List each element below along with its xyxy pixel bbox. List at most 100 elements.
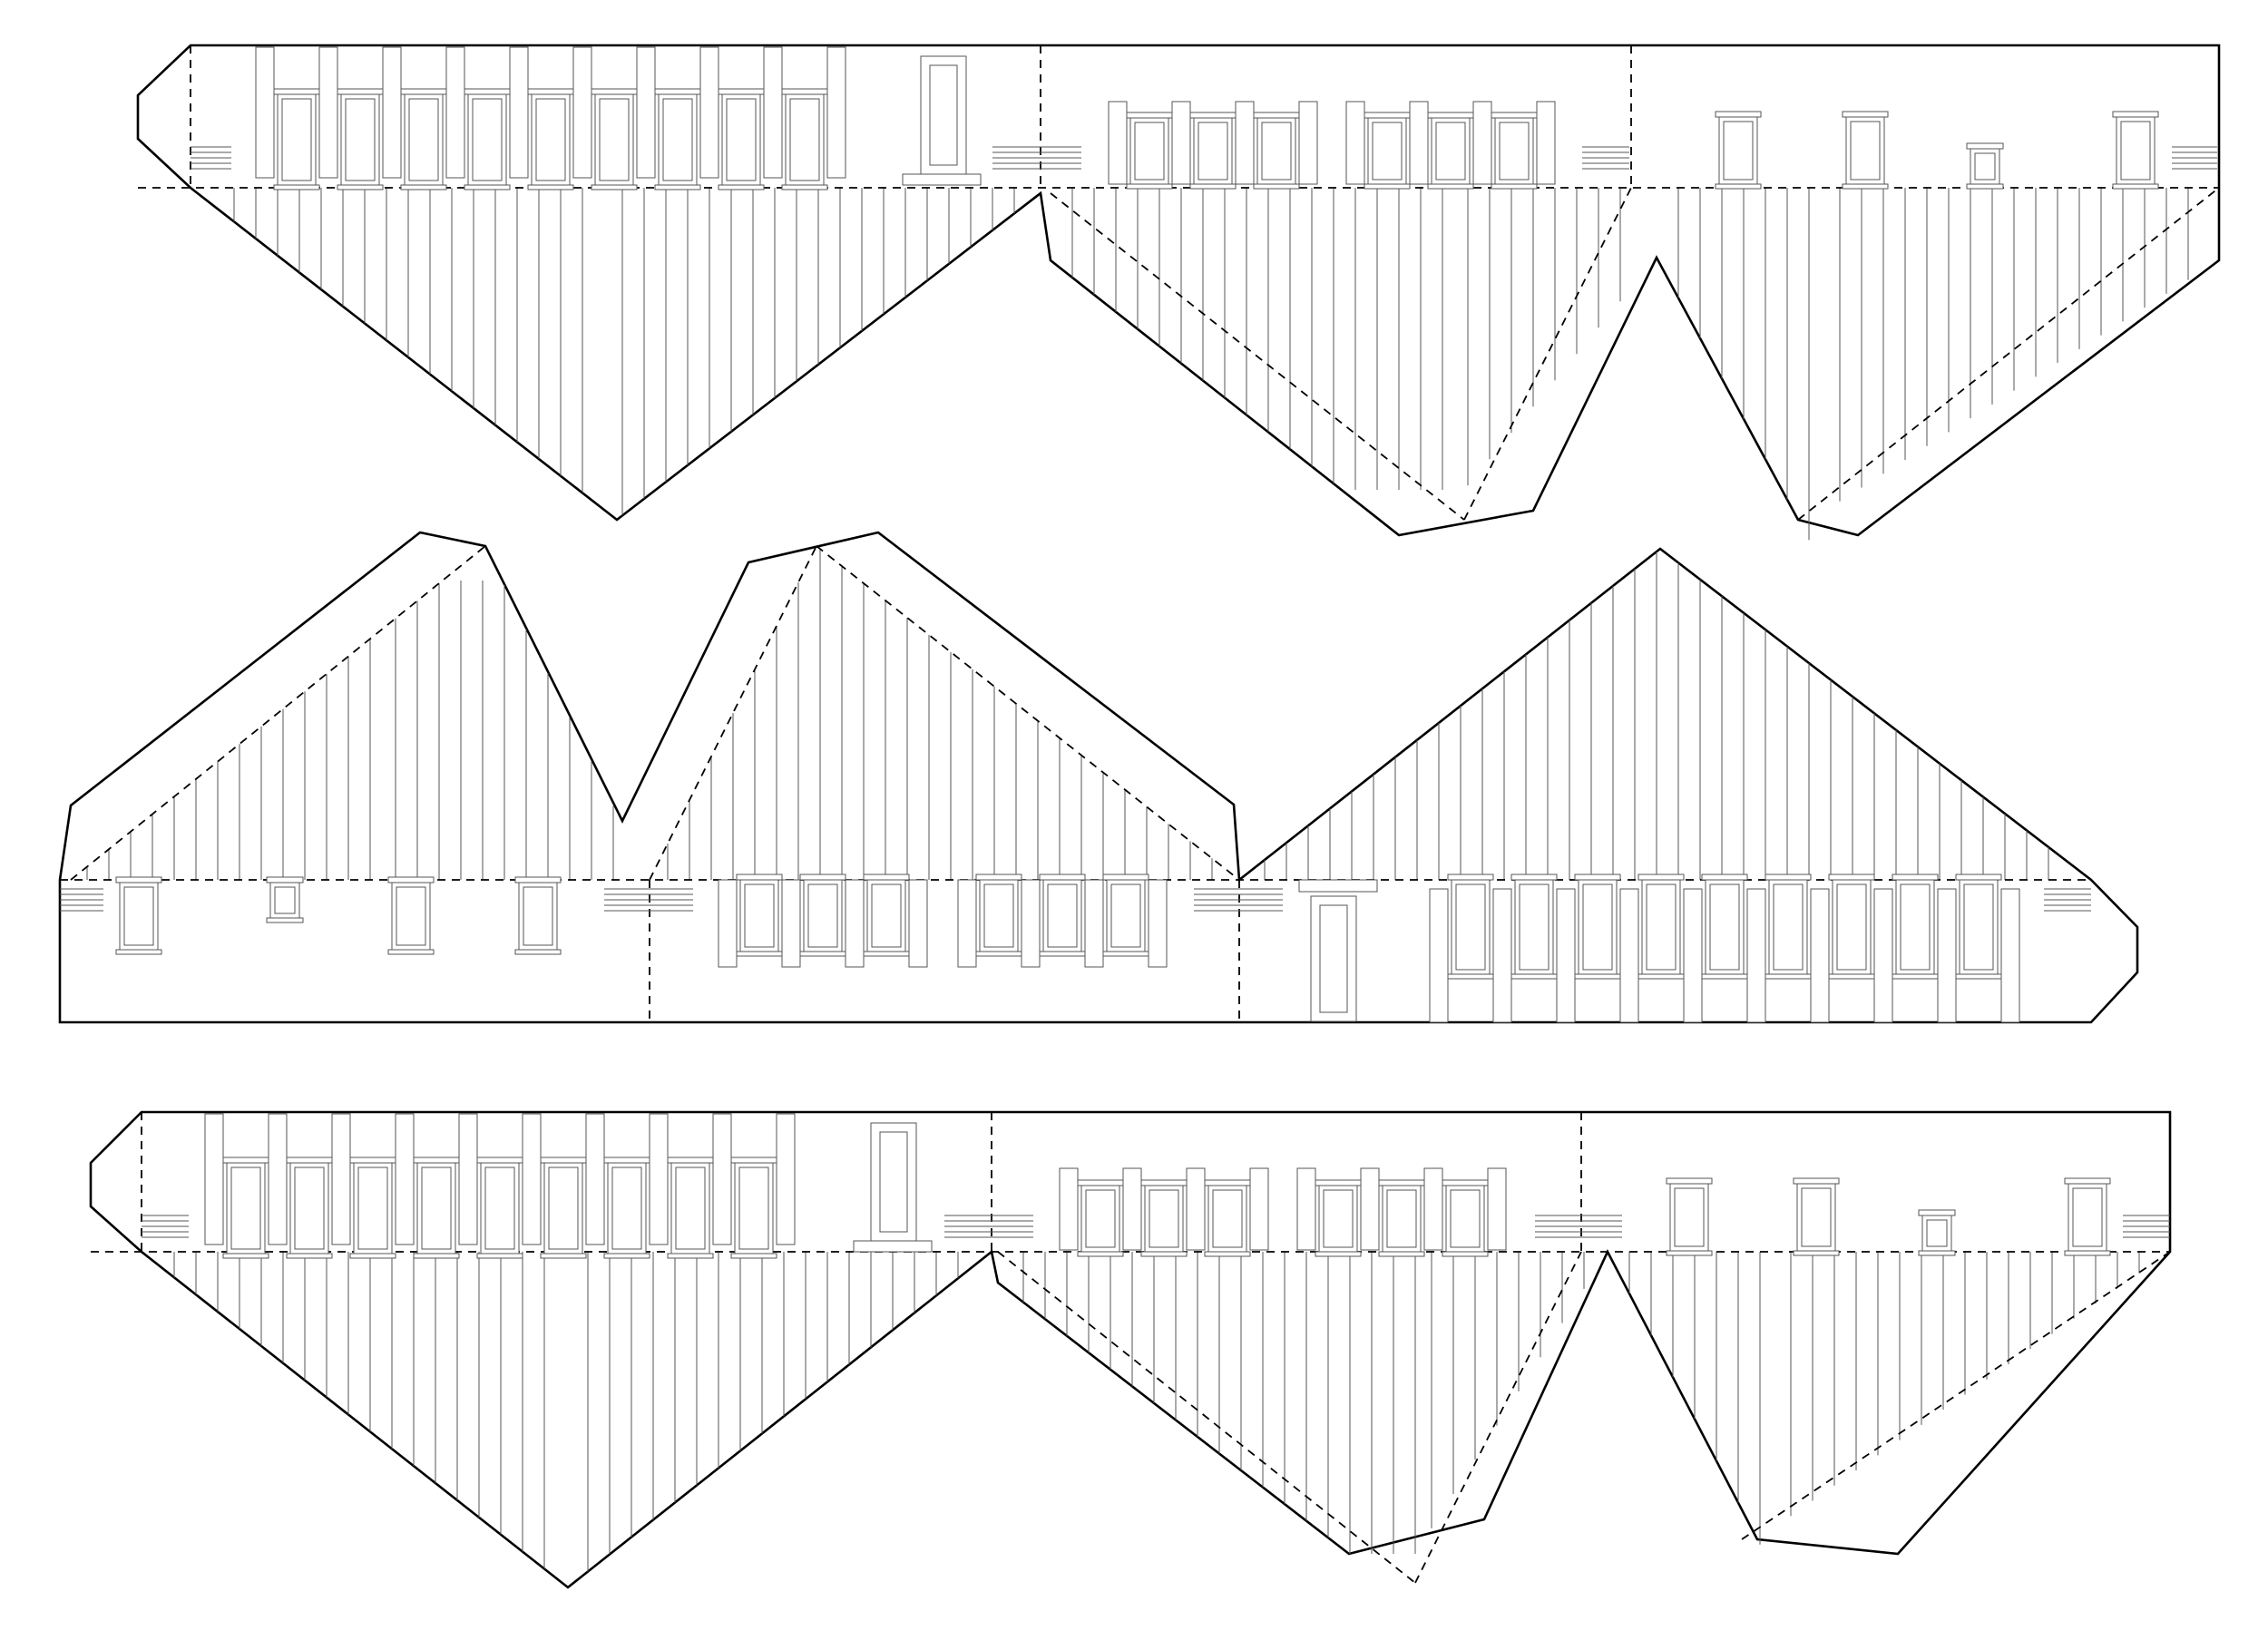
window [527,88,574,190]
window-head [1793,1177,1840,1185]
window-sill [1966,183,2004,190]
window-head [1204,1179,1251,1186]
window-sill [1427,183,1474,190]
window [1966,142,2004,190]
window-pane [1582,883,1613,971]
pilaster [331,1113,351,1245]
pilaster [1746,888,1766,1023]
window-head [667,1157,714,1164]
window-head [1039,874,1086,881]
fold-line [1463,187,1632,521]
window-head [1378,1179,1425,1186]
window-sill [736,951,783,957]
window-head [413,1157,460,1164]
pilaster [1423,1167,1443,1251]
window-sill [1102,951,1149,957]
window-head [476,1157,523,1164]
window-pane [1198,122,1228,181]
window-head [400,88,447,95]
window-head [1447,874,1494,881]
pilaster [268,1113,288,1245]
pilaster [1487,1167,1507,1251]
window-head [975,874,1022,881]
fold-line [1050,192,1465,521]
window [667,1157,714,1259]
window-sill [1189,183,1237,190]
pilaster [585,1113,605,1245]
window-pane [1047,883,1078,948]
window-head [1892,874,1939,881]
window-pane [1134,122,1165,181]
window-pane [345,98,376,181]
window-sill [387,949,435,955]
window [1364,112,1411,190]
window-head [1765,874,1812,881]
window-pane [1499,122,1530,181]
pilaster [649,1113,669,1245]
entry-door [902,55,982,186]
pilaster [1122,1167,1142,1251]
window [1666,1177,1713,1256]
window [1126,112,1173,190]
vent-louver [2123,1215,2170,1238]
window-pane [1836,883,1867,971]
cut-outline [58,531,2139,1024]
window [863,874,910,957]
window-head [1966,142,2004,150]
window-pane [1261,122,1292,181]
window-pane [1519,883,1549,971]
window [222,1157,269,1259]
pilaster [1084,879,1104,968]
window-pane [523,886,553,946]
window-pane [1455,883,1486,971]
fold-line [70,545,486,881]
window-pane [274,886,296,914]
window-pane [807,883,838,948]
window [337,88,384,190]
pilaster [1345,101,1365,185]
pilaster [445,46,465,179]
fold-line [1797,187,2220,521]
door-step [902,173,982,186]
window-sill [1378,1251,1425,1257]
window [476,1157,523,1259]
window [464,88,511,190]
window-sill [464,184,511,190]
pilaster [1409,101,1429,185]
window [1378,1179,1425,1257]
window [349,1157,396,1259]
vent-louver [2044,888,2091,912]
window-head [1427,112,1474,119]
window-pane [1709,883,1740,971]
window-head [1102,874,1149,881]
window-sill [1765,973,1812,980]
window-head [1955,874,2002,881]
window-pane [281,98,312,181]
window [1701,874,1748,980]
window-head [1442,1179,1489,1186]
window [115,876,162,955]
window-sill [1715,183,1762,190]
fold-line [997,1251,1416,1584]
door-step [853,1240,933,1253]
pilaster [2000,888,2020,1023]
window-pane [1085,1189,1116,1248]
window-sill [1253,183,1300,190]
window-head [464,88,511,95]
pilaster [699,46,719,179]
window-sill [514,949,562,955]
window-head [718,88,765,95]
window [400,88,447,190]
pilaster [1108,101,1128,185]
pilaster [1021,879,1041,968]
vent-louver [1194,888,1283,912]
window-head [1666,1177,1713,1185]
window-sill [654,184,701,190]
window-sill [2112,183,2159,190]
pilaster [763,46,783,179]
pilaster [1298,101,1318,185]
window-head [273,88,320,95]
window-sill [863,951,910,957]
window-sill [527,184,574,190]
window-head [1574,874,1621,881]
